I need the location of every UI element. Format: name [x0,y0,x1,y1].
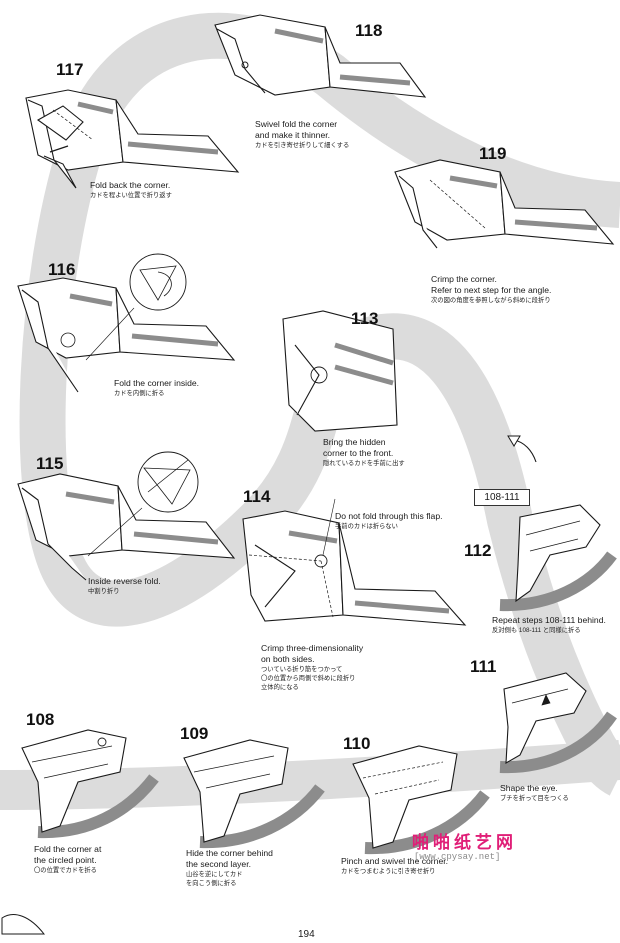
step-111: 111 Shape the eye. ブチを折って目をつくる [470,655,620,815]
step-109: 109 Hide the corner behind the second la… [170,722,335,892]
step-caption: Repeat steps 108-111 behind. 反対側も 108-11… [492,615,606,635]
step-number: 108 [26,710,55,729]
step-caption: Fold the corner at the circled point. 〇の… [34,844,101,875]
step-114: 114 Do not fold through this flap. 手前のカド… [235,485,470,705]
step-115: 115 Inside reverse fold. 中割り折り [8,440,238,605]
caption-en: Fold back the corner. [90,180,171,190]
caption-en-2: and make it thinner. [255,130,331,140]
step-116-drawing [17,253,236,393]
caption-jp: 山谷を逆にしてカド [186,871,243,878]
watermark-logo: 啪啪纸艺网 [412,833,517,852]
step-112-drawing [499,504,617,612]
step-118-drawing [214,14,427,98]
step-110-drawing [352,745,490,855]
step-number: 117 [56,60,84,79]
caption-jp: 反対側も 108-111 と同様に折る [492,627,581,634]
step-caption: Inside reverse fold. 中割り折り [88,576,161,596]
caption-jp: カドを引き寄せ折りして細くする [255,142,350,149]
step-115-drawing [17,451,236,581]
step-caption: Crimp three-dimensionality on both sides… [261,643,363,692]
caption-en: Inside reverse fold. [88,576,161,586]
caption-jp: ついている折り筋をつかって [261,666,343,673]
caption-jp: カドを内側に折る [114,390,165,397]
step-caption: Crimp the corner. Refer to next step for… [431,274,551,305]
note-jp: 手前のカドは折らない [335,523,398,530]
caption-en: Bring the hidden [323,437,386,447]
step-caption: Fold back the corner. カドを程よい位置で折り返す [90,180,172,200]
caption-en: Hide the corner behind [186,848,273,858]
caption-jp: カドをつまむように引き寄せ折り [341,868,436,875]
caption-jp: カドを程よい位置で折り返す [90,192,172,199]
step-112: 112 Repeat steps 108-111 behind. 反対側も 10… [460,495,620,645]
caption-jp-2: を向こう側に折る [186,880,237,887]
caption-en-2: on both sides. [261,654,315,664]
caption-en-2: the circled point. [34,855,97,865]
step-caption: Fold the corner inside. カドを内側に折る [114,378,199,398]
step-number: 118 [355,21,383,40]
step-118: 118 Swivel fold the corner and make it t… [205,5,427,155]
step-number: 119 [479,144,507,163]
step-114-drawing [242,498,467,626]
note-en: Do not fold through this flap. [335,511,443,521]
step-113: 113 Bring the hidden corner to the front… [275,305,460,480]
step-117-drawing [25,89,240,189]
step-117: 117 Fold back the corner. カドを程よい位置で折り返す [8,60,240,200]
caption-en: Fold the corner inside. [114,378,200,388]
step-number: 113 [351,309,379,328]
caption-en: Shape the eye. [500,783,558,793]
step-116: 116 Fold the corner inside. カドを内側に折る [8,252,238,412]
caption-en-2: the second layer. [186,859,251,869]
step-caption: Swivel fold the corner and make it thinn… [255,119,349,150]
step-number: 111 [470,657,497,676]
step-119-drawing [394,159,615,249]
caption-jp-2: 〇の位置から両側で斜めに段折り [261,675,356,682]
caption-en: Crimp three-dimensionality [261,643,364,653]
step-number: 112 [464,541,492,560]
step-109-drawing [183,739,325,849]
caption-jp: 隠れているカドを手前に出す [323,460,405,467]
step-number: 109 [180,724,209,743]
caption-en: Crimp the corner. [431,274,497,284]
caption-jp: 〇の位置でカドを折る [34,867,97,874]
step-113-drawing [282,310,398,432]
step-108-drawing [21,729,159,839]
caption-jp: 次の図の角度を参照しながら斜めに段折り [431,297,551,304]
caption-en-2: Refer to next step for the angle. [431,285,552,295]
watermark-url: [www.cpysay.net] [414,852,501,862]
caption-en: Pinch and swivel the corner. [341,856,449,866]
step-caption: Bring the hidden corner to the front. 隠れ… [323,437,405,468]
caption-en-2: corner to the front. [323,448,394,458]
caption-en: Repeat steps 108-111 behind. [492,615,606,625]
step-caption: Pinch and swivel the corner. カドをつまむように引き… [341,856,448,876]
step-number: 114 [243,487,271,506]
step-110: 110 Pinch and swivel the corner. カドをつまむよ… [335,730,515,890]
caption-jp: 中割り折り [88,588,120,595]
step-108: 108 Fold the corner at the circled point… [8,708,168,883]
step-number: 115 [36,454,64,473]
reference-box: 108-111 [474,489,530,506]
step-number: 116 [48,260,76,279]
step-119: 119 Crimp the corner. Refer to next step… [385,140,620,315]
step-caption: Hide the corner behind the second layer.… [186,848,273,888]
caption-en: Swivel fold the corner [255,119,338,129]
caption-jp: ブチを折って目をつくる [500,795,569,802]
caption-jp-3: 立体的になる [261,684,299,691]
page-number: 194 [298,929,315,940]
step-111-drawing [499,672,617,774]
note-caption: Do not fold through this flap. 手前のカドは折らな… [335,511,443,531]
caption-en: Fold the corner at [34,844,102,854]
step-caption: Shape the eye. ブチを折って目をつくる [500,783,569,803]
step-number: 110 [343,734,371,753]
